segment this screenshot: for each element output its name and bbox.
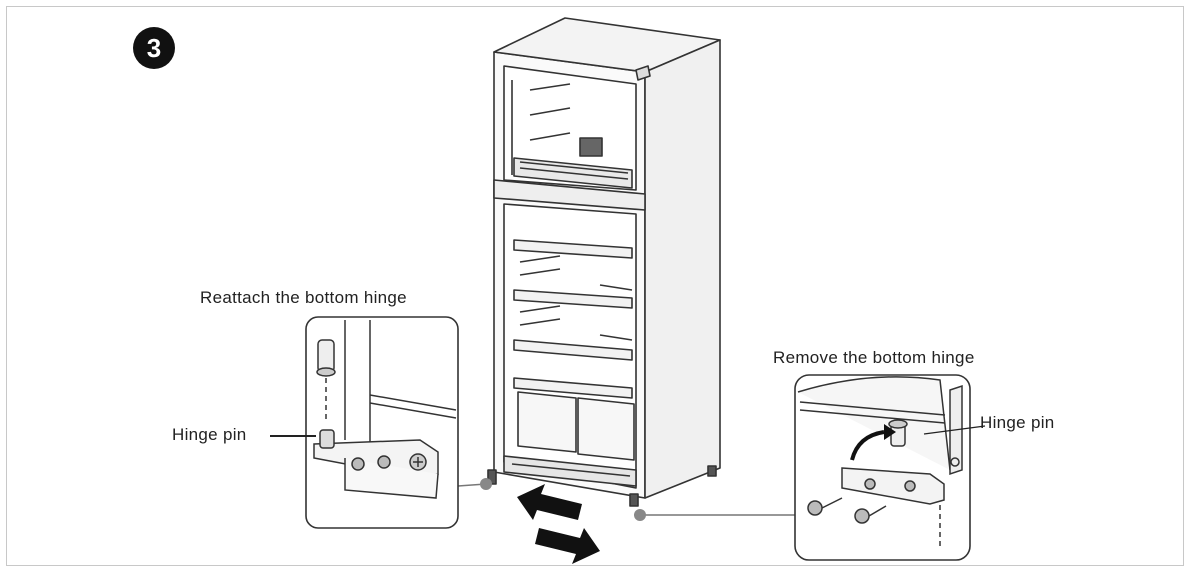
- hinge-pin-label-left: Hinge pin: [172, 425, 247, 444]
- fridge-illustration: [487, 17, 721, 507]
- connector-lines: [457, 478, 795, 521]
- direction-arrows-icon: [517, 484, 600, 564]
- step-number: 3: [146, 32, 162, 63]
- step-number-badge: 3: [133, 27, 175, 69]
- remove-title: Remove the bottom hinge: [773, 348, 975, 367]
- reattach-title: Reattach the bottom hinge: [200, 288, 407, 307]
- hinge-detail-left: [270, 316, 459, 529]
- hinge-detail-right: [794, 374, 986, 561]
- hinge-pin-label-right: Hinge pin: [980, 413, 1055, 432]
